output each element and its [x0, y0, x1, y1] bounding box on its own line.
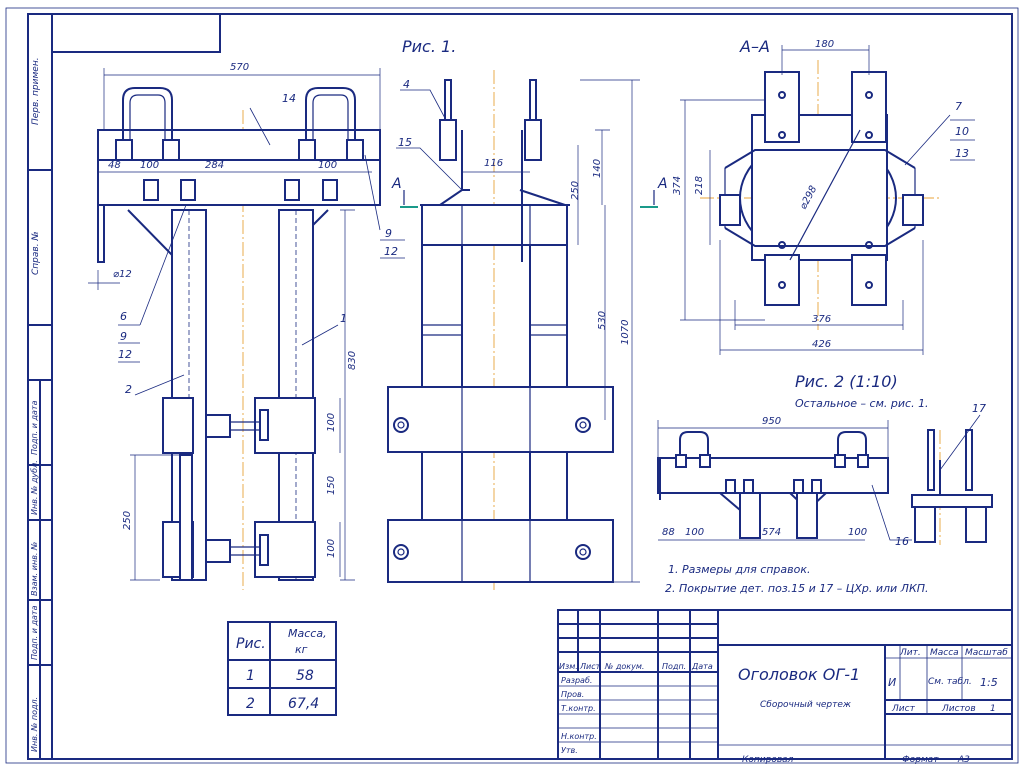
- stamp-sprav: Справ. №: [31, 231, 41, 275]
- dim-950: 950: [762, 416, 781, 427]
- dim-100d: 100: [326, 539, 337, 558]
- tb-sheets-val: 1: [990, 704, 996, 714]
- callout-9b: 9: [385, 227, 392, 240]
- dim-116: 116: [484, 158, 503, 169]
- stamp-podp-data-1: Подп. и дата: [30, 400, 39, 455]
- dim-180: 180: [815, 39, 834, 50]
- fig1-front-view: 570 48 100 284 100 ⌀12 830 100 150 100 2…: [88, 62, 405, 590]
- dim-530: 530: [597, 311, 608, 330]
- tb-podp: Подп.: [662, 662, 686, 671]
- fig2-title: Рис. 2 (1:10): [795, 372, 898, 391]
- tb-data: Дата: [691, 662, 713, 671]
- tb-list: Лист: [579, 662, 601, 671]
- tb-format-val: А3: [957, 755, 970, 765]
- dim-574: 574: [762, 527, 781, 538]
- dim-376: 376: [812, 314, 831, 325]
- dim-88: 88: [662, 527, 675, 538]
- mass-table-r2b: 67,4: [288, 696, 319, 712]
- tb-format: Формат: [902, 755, 939, 765]
- callout-9a: 9: [120, 330, 127, 343]
- tb-lit: Лит.: [899, 648, 921, 658]
- mass-table: Рис. Масса, кг 1 58 2 67,4: [227, 621, 337, 716]
- dim-250-left: 250: [122, 511, 133, 530]
- tb-type: Сборочный чертеж: [760, 700, 852, 710]
- dim-830: 830: [347, 351, 358, 370]
- dim-250: 250: [570, 181, 581, 200]
- callout-15: 15: [398, 136, 412, 149]
- callout-14: 14: [282, 92, 296, 105]
- fig1-side-view: Рис. 1. А А 116: [387, 37, 668, 590]
- dim-100b: 100: [318, 160, 337, 171]
- tb-izm: Изм.: [559, 662, 578, 671]
- dim-150: 150: [326, 476, 337, 495]
- callout-12b: 12: [384, 245, 398, 258]
- stamp-inv-dubl: Инв. № дубл.: [30, 460, 39, 515]
- dim-100a: 100: [140, 160, 159, 171]
- stamp-podp-data-2: Подп. и дата: [30, 605, 39, 660]
- dim-374: 374: [672, 176, 683, 195]
- tb-massa-val: См. табл.: [928, 677, 972, 687]
- title-block: Изм. Лист № докум. Подп. Дата Разраб. Пр…: [557, 609, 1013, 765]
- note-2: 2. Покрытие дет. поз.15 и 17 – ЦХр. или …: [665, 582, 929, 595]
- tb-masshtab-val: 1:5: [980, 676, 998, 689]
- tb-lit-val: И: [888, 676, 896, 689]
- dim-phi12: ⌀12: [113, 269, 132, 280]
- dim-100e: 100: [685, 527, 704, 538]
- dim-218: 218: [694, 176, 705, 195]
- tb-nkontr: Н.контр.: [561, 732, 597, 741]
- callout-4: 4: [403, 78, 410, 91]
- tb-sheets: Листов: [941, 704, 976, 714]
- callout-12a: 12: [118, 348, 132, 361]
- callout-2: 2: [125, 383, 132, 396]
- cut-label-left: А: [391, 176, 402, 192]
- tb-razrab: Разраб.: [561, 676, 592, 685]
- stamp-inv-podl: Инв. № подл.: [30, 697, 39, 752]
- callout-6: 6: [120, 310, 127, 323]
- dim-48: 48: [108, 160, 121, 171]
- callout-13: 13: [955, 147, 969, 160]
- notes: 1. Размеры для справок. 2. Покрытие дет.…: [665, 563, 929, 595]
- mass-table-r1b: 58: [296, 668, 314, 684]
- stamp-vzam-inv: Взам. инв. №: [30, 542, 39, 596]
- fig2-subtitle: Остальное – см. рис. 1.: [795, 397, 929, 410]
- tb-utv: Утв.: [561, 746, 578, 755]
- section-a-a: А–А ⌀298 180 374 218 376 426 7: [672, 37, 975, 355]
- dim-100f: 100: [848, 527, 867, 538]
- mass-table-r1a: 1: [246, 668, 255, 684]
- stamp-perv-primen: Перв. примен.: [31, 57, 41, 125]
- tb-ndoc: № докум.: [604, 662, 644, 671]
- cut-label-right: А: [657, 176, 668, 192]
- side-stamp: Перв. примен. Справ. № Подп. и дата Инв.…: [27, 13, 53, 760]
- tb-name: Оголовок ОГ-1: [738, 665, 860, 684]
- dim-140: 140: [592, 159, 603, 178]
- tb-tkontr: Т.контр.: [561, 704, 596, 713]
- callout-1: 1: [340, 312, 347, 325]
- mass-table-h2a: Масса,: [288, 627, 327, 640]
- tb-sheet: Лист: [891, 704, 916, 714]
- dim-284: 284: [205, 160, 224, 171]
- dim-100c: 100: [326, 413, 337, 432]
- callout-7: 7: [955, 100, 962, 113]
- tb-prov: Пров.: [561, 690, 584, 699]
- fig2-view: Рис. 2 (1:10) Остальное – см. рис. 1. 95…: [657, 372, 993, 548]
- callout-17: 17: [972, 402, 986, 415]
- mass-table-h2b: кг: [295, 643, 308, 656]
- section-label: А–А: [739, 37, 770, 56]
- callout-10: 10: [955, 125, 969, 138]
- fig1-title: Рис. 1.: [402, 37, 456, 56]
- dim-570: 570: [230, 62, 249, 73]
- mass-table-h1: Рис.: [236, 636, 266, 652]
- tb-massa: Масса: [930, 648, 959, 658]
- dim-1070: 1070: [620, 320, 631, 345]
- callout-16: 16: [895, 535, 909, 548]
- tb-masshtab: Масштаб: [965, 648, 1008, 658]
- tb-copied: Копировал: [742, 755, 794, 765]
- mass-table-r2a: 2: [246, 696, 255, 712]
- note-1: 1. Размеры для справок.: [668, 563, 811, 576]
- dim-426: 426: [812, 339, 831, 350]
